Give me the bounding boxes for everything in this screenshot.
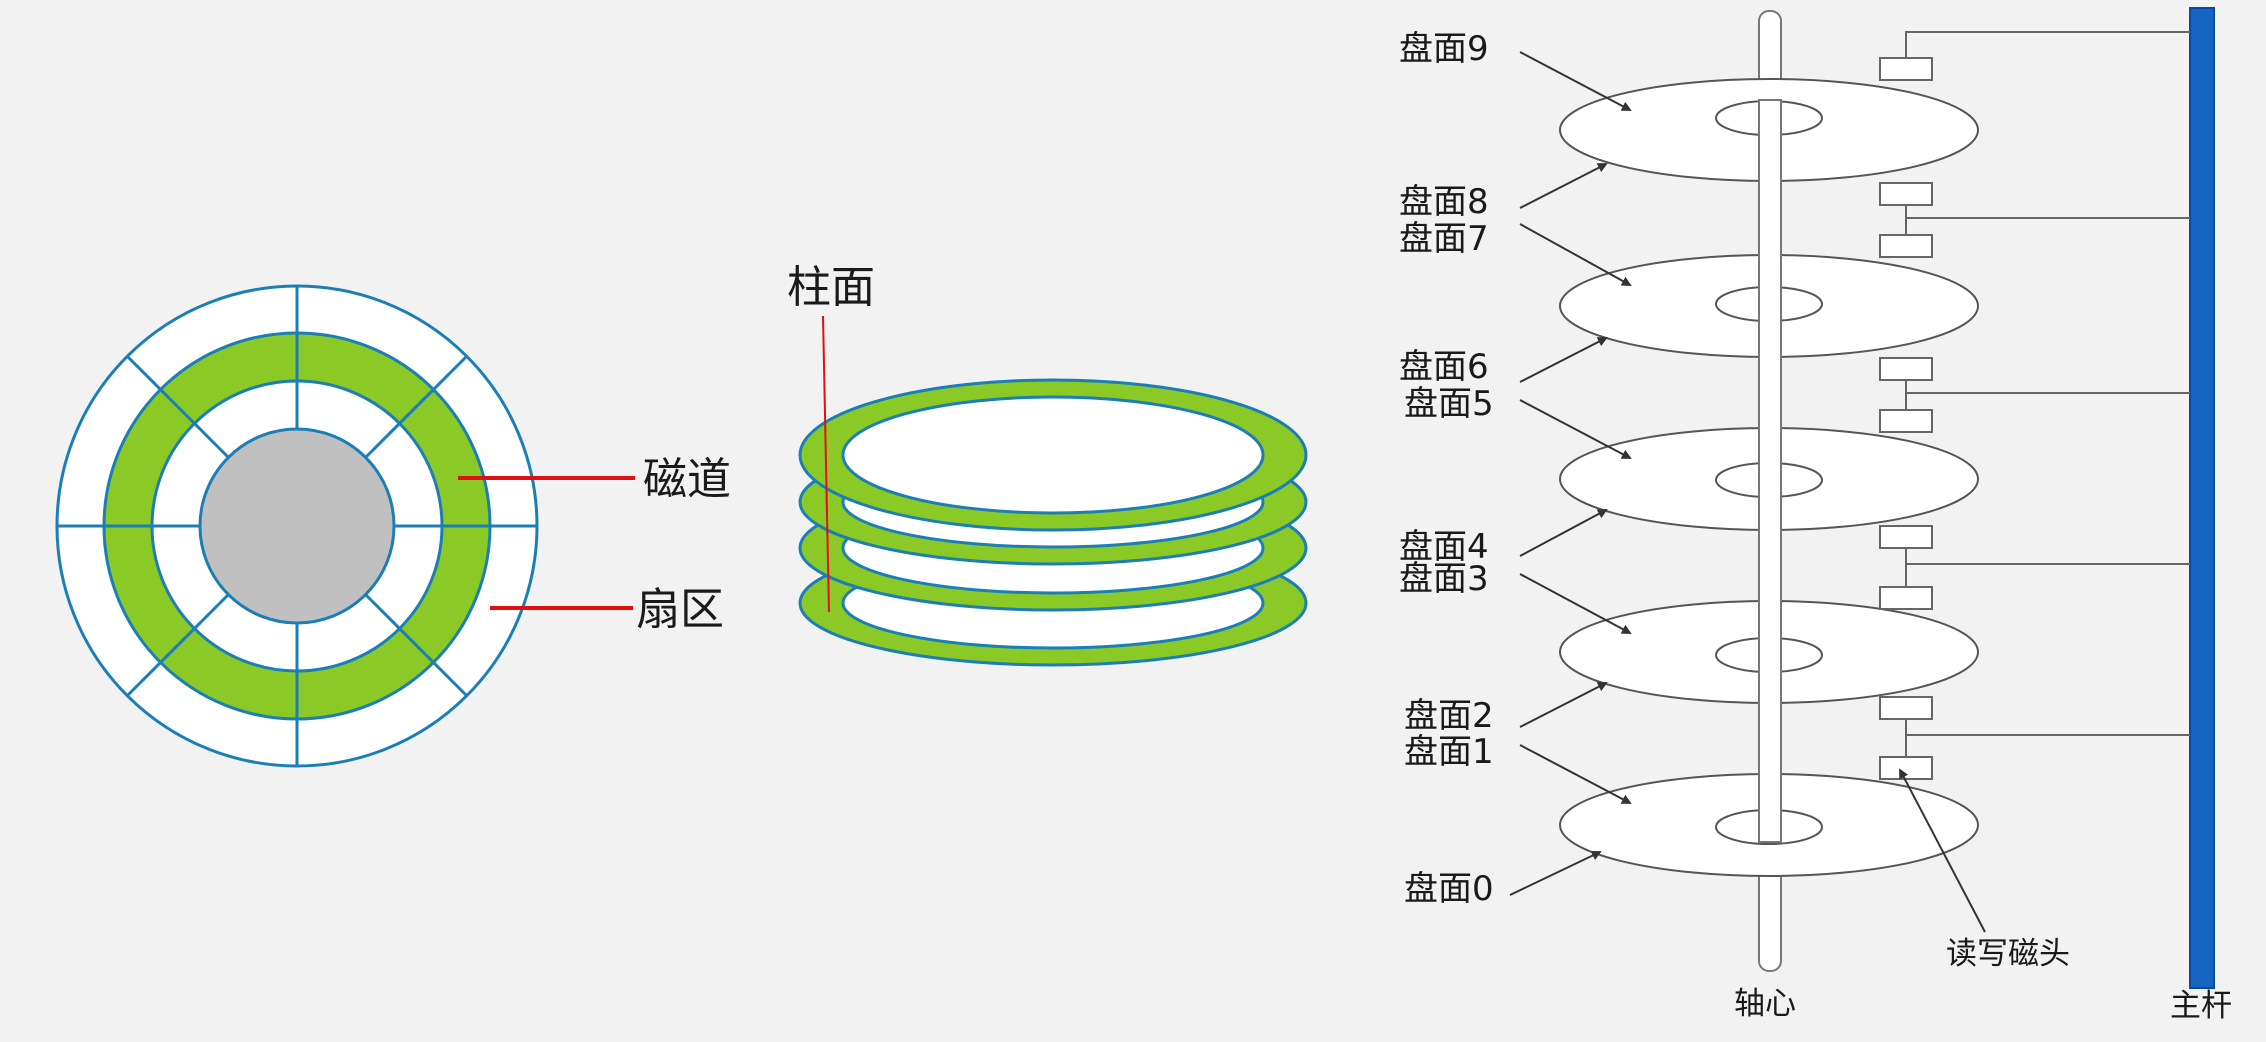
rw-head bbox=[1879, 586, 1933, 610]
rw-heads bbox=[1879, 31, 2190, 780]
hub-gray bbox=[198, 427, 396, 625]
surface-label: 盘面0 bbox=[1404, 869, 1494, 909]
head-label: 读写磁头 bbox=[1946, 936, 2070, 972]
main-arm bbox=[2189, 7, 2215, 989]
surface-label: 盘面1 bbox=[1404, 732, 1494, 772]
surface-label: 盘面7 bbox=[1399, 219, 1489, 259]
surface-label: 盘面8 bbox=[1399, 182, 1489, 222]
rw-head bbox=[1879, 756, 1933, 780]
rw-head bbox=[1879, 57, 1933, 81]
arm-label: 主杆 bbox=[2170, 988, 2232, 1024]
surface-label: 盘面2 bbox=[1404, 696, 1494, 736]
cylinder-label: 柱面 bbox=[787, 262, 875, 313]
rw-head bbox=[1879, 182, 1933, 206]
surface-pointers bbox=[1509, 51, 1986, 933]
surface-label: 盘面3 bbox=[1399, 559, 1489, 599]
surface-label: 盘面6 bbox=[1399, 347, 1489, 387]
rw-head bbox=[1879, 696, 1933, 720]
cylinder-pointer bbox=[822, 315, 830, 613]
track-label: 磁道 bbox=[643, 454, 731, 505]
cylinder-stack: 柱面 bbox=[787, 262, 1308, 667]
surface-label: 盘面4 bbox=[1399, 527, 1489, 567]
spindle-gaps bbox=[1760, 182, 1780, 774]
sector-label: 扇区 bbox=[636, 584, 724, 635]
disk-face: 磁道 扇区 bbox=[55, 284, 731, 768]
rw-head bbox=[1879, 525, 1933, 549]
platter-stack: 盘面9 盘面8 盘面7 盘面6 盘面5 盘面4 盘面3 盘面2 盘面1 盘面0 … bbox=[1399, 7, 2232, 1024]
spindle-label: 轴心 bbox=[1734, 986, 1796, 1022]
spindle-through-platters bbox=[1758, 99, 1782, 843]
cylinder-ring-1 bbox=[798, 378, 1308, 532]
sector-dividers bbox=[57, 286, 537, 766]
surface-labels: 盘面9 盘面8 盘面7 盘面6 盘面5 盘面4 盘面3 盘面2 盘面1 盘面0 bbox=[1399, 29, 1494, 909]
rw-head bbox=[1879, 409, 1933, 433]
rw-head bbox=[1879, 234, 1933, 258]
rw-head bbox=[1879, 357, 1933, 381]
surface-label: 盘面9 bbox=[1399, 29, 1489, 69]
surface-label: 盘面5 bbox=[1404, 384, 1494, 424]
